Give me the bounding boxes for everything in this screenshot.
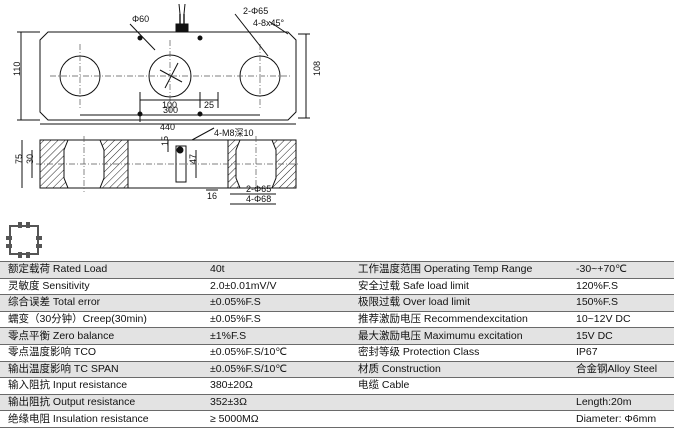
label-dim-47: 47 — [188, 154, 198, 164]
spec-label: 蠕变（30分钟）Creep(30min) — [0, 311, 208, 329]
spec-value: 352±3Ω — [208, 394, 350, 412]
spec-value-right: 合金钢Alloy Steel — [570, 361, 674, 379]
label-hole-top: Φ60 — [132, 14, 149, 24]
label-dim-30: 30 — [25, 154, 35, 164]
spec-label: 零点温度影响 TCO — [0, 344, 208, 362]
spec-label: 零点平衡 Zero balance — [0, 327, 208, 345]
label-dim-75: 75 — [14, 154, 24, 164]
label-holes-2: 2-Φ65 — [243, 6, 268, 16]
spec-label-right: 电缆 Cable — [350, 377, 570, 395]
spec-label-right: 极限过载 Over load limit — [350, 294, 570, 312]
spec-label: 综合误差 Total error — [0, 294, 208, 312]
label-chamfer: 4-8x45° — [253, 18, 285, 28]
top-view — [17, 3, 310, 125]
spec-value-right: Diameter: Φ6mm — [570, 410, 674, 428]
spec-label-right: 安全过载 Safe load limit — [350, 278, 570, 296]
spec-value: ±0.05%F.S — [208, 311, 350, 329]
label-thread: 4-M8深10 — [214, 128, 254, 138]
spec-label: 输出温度影响 TC SPAN — [0, 361, 208, 379]
spec-value: 40t — [208, 261, 350, 279]
spec-value: ±0.05%F.S/10℃ — [208, 361, 350, 379]
spec-label-right — [350, 394, 570, 412]
spec-label: 额定载荷 Rated Load — [0, 261, 208, 279]
spec-value-right: Length:20m — [570, 394, 674, 412]
label-side-holes-68: 4-Φ68 — [246, 194, 271, 204]
side-view — [21, 127, 300, 205]
spec-label-right: 最大激励电压 Maximumu excitation — [350, 327, 570, 345]
spec-value-right: 120%F.S — [570, 278, 674, 296]
spec-value-right — [570, 377, 674, 395]
spec-value-right: -30~+70℃ — [570, 261, 674, 279]
spec-value-right: 150%F.S — [570, 294, 674, 312]
spec-label-right: 推荐激励电压 Recommendexcitation — [350, 311, 570, 329]
label-dim-300: 300 — [163, 105, 178, 115]
spec-value: ±1%F.S — [208, 327, 350, 345]
wiring-symbol — [6, 222, 42, 258]
label-dim-15: 15 — [160, 136, 170, 146]
spec-value: 2.0±0.01mV/V — [208, 278, 350, 296]
technical-drawing: Φ60 2-Φ65 4-8x45° 110 108 100 25 300 440… — [6, 3, 322, 258]
label-side-holes-65: 2-Φ65 — [246, 184, 271, 194]
top-view-outline — [39, 31, 297, 121]
spec-label: 绝缘电阻 Insulation resistance — [0, 410, 208, 428]
spec-label-right: 密封等级 Protection Class — [350, 344, 570, 362]
label-dim-440: 440 — [160, 122, 175, 132]
spec-value: ±0.05%F.S — [208, 294, 350, 312]
spec-label-right — [350, 410, 570, 428]
spec-row: 绝缘电阻 Insulation resistance≥ 5000MΩ Diamet… — [0, 410, 674, 428]
label-dim-25: 25 — [204, 100, 214, 110]
spec-label-right: 工作温度范围 Operating Temp Range — [350, 261, 570, 279]
label-dim-100: 100 — [162, 100, 177, 110]
spec-value-right: 15V DC — [570, 327, 674, 345]
spec-value: 380±20Ω — [208, 377, 350, 395]
label-height-110: 110 — [12, 62, 22, 76]
spec-value-right: 10~12V DC — [570, 311, 674, 329]
spec-label-right: 材质 Construction — [350, 361, 570, 379]
label-height-108: 108 — [312, 61, 322, 76]
spec-label: 输出阻抗 Output resistance — [0, 394, 208, 412]
label-dim-16: 16 — [207, 191, 217, 201]
spec-value-right: IP67 — [570, 344, 674, 362]
spec-value: ±0.05%F.S/10℃ — [208, 344, 350, 362]
spec-label: 灵敏度 Sensitivity — [0, 278, 208, 296]
spec-label: 输入阻抗 Input resistance — [0, 377, 208, 395]
spec-value: ≥ 5000MΩ — [208, 410, 350, 428]
